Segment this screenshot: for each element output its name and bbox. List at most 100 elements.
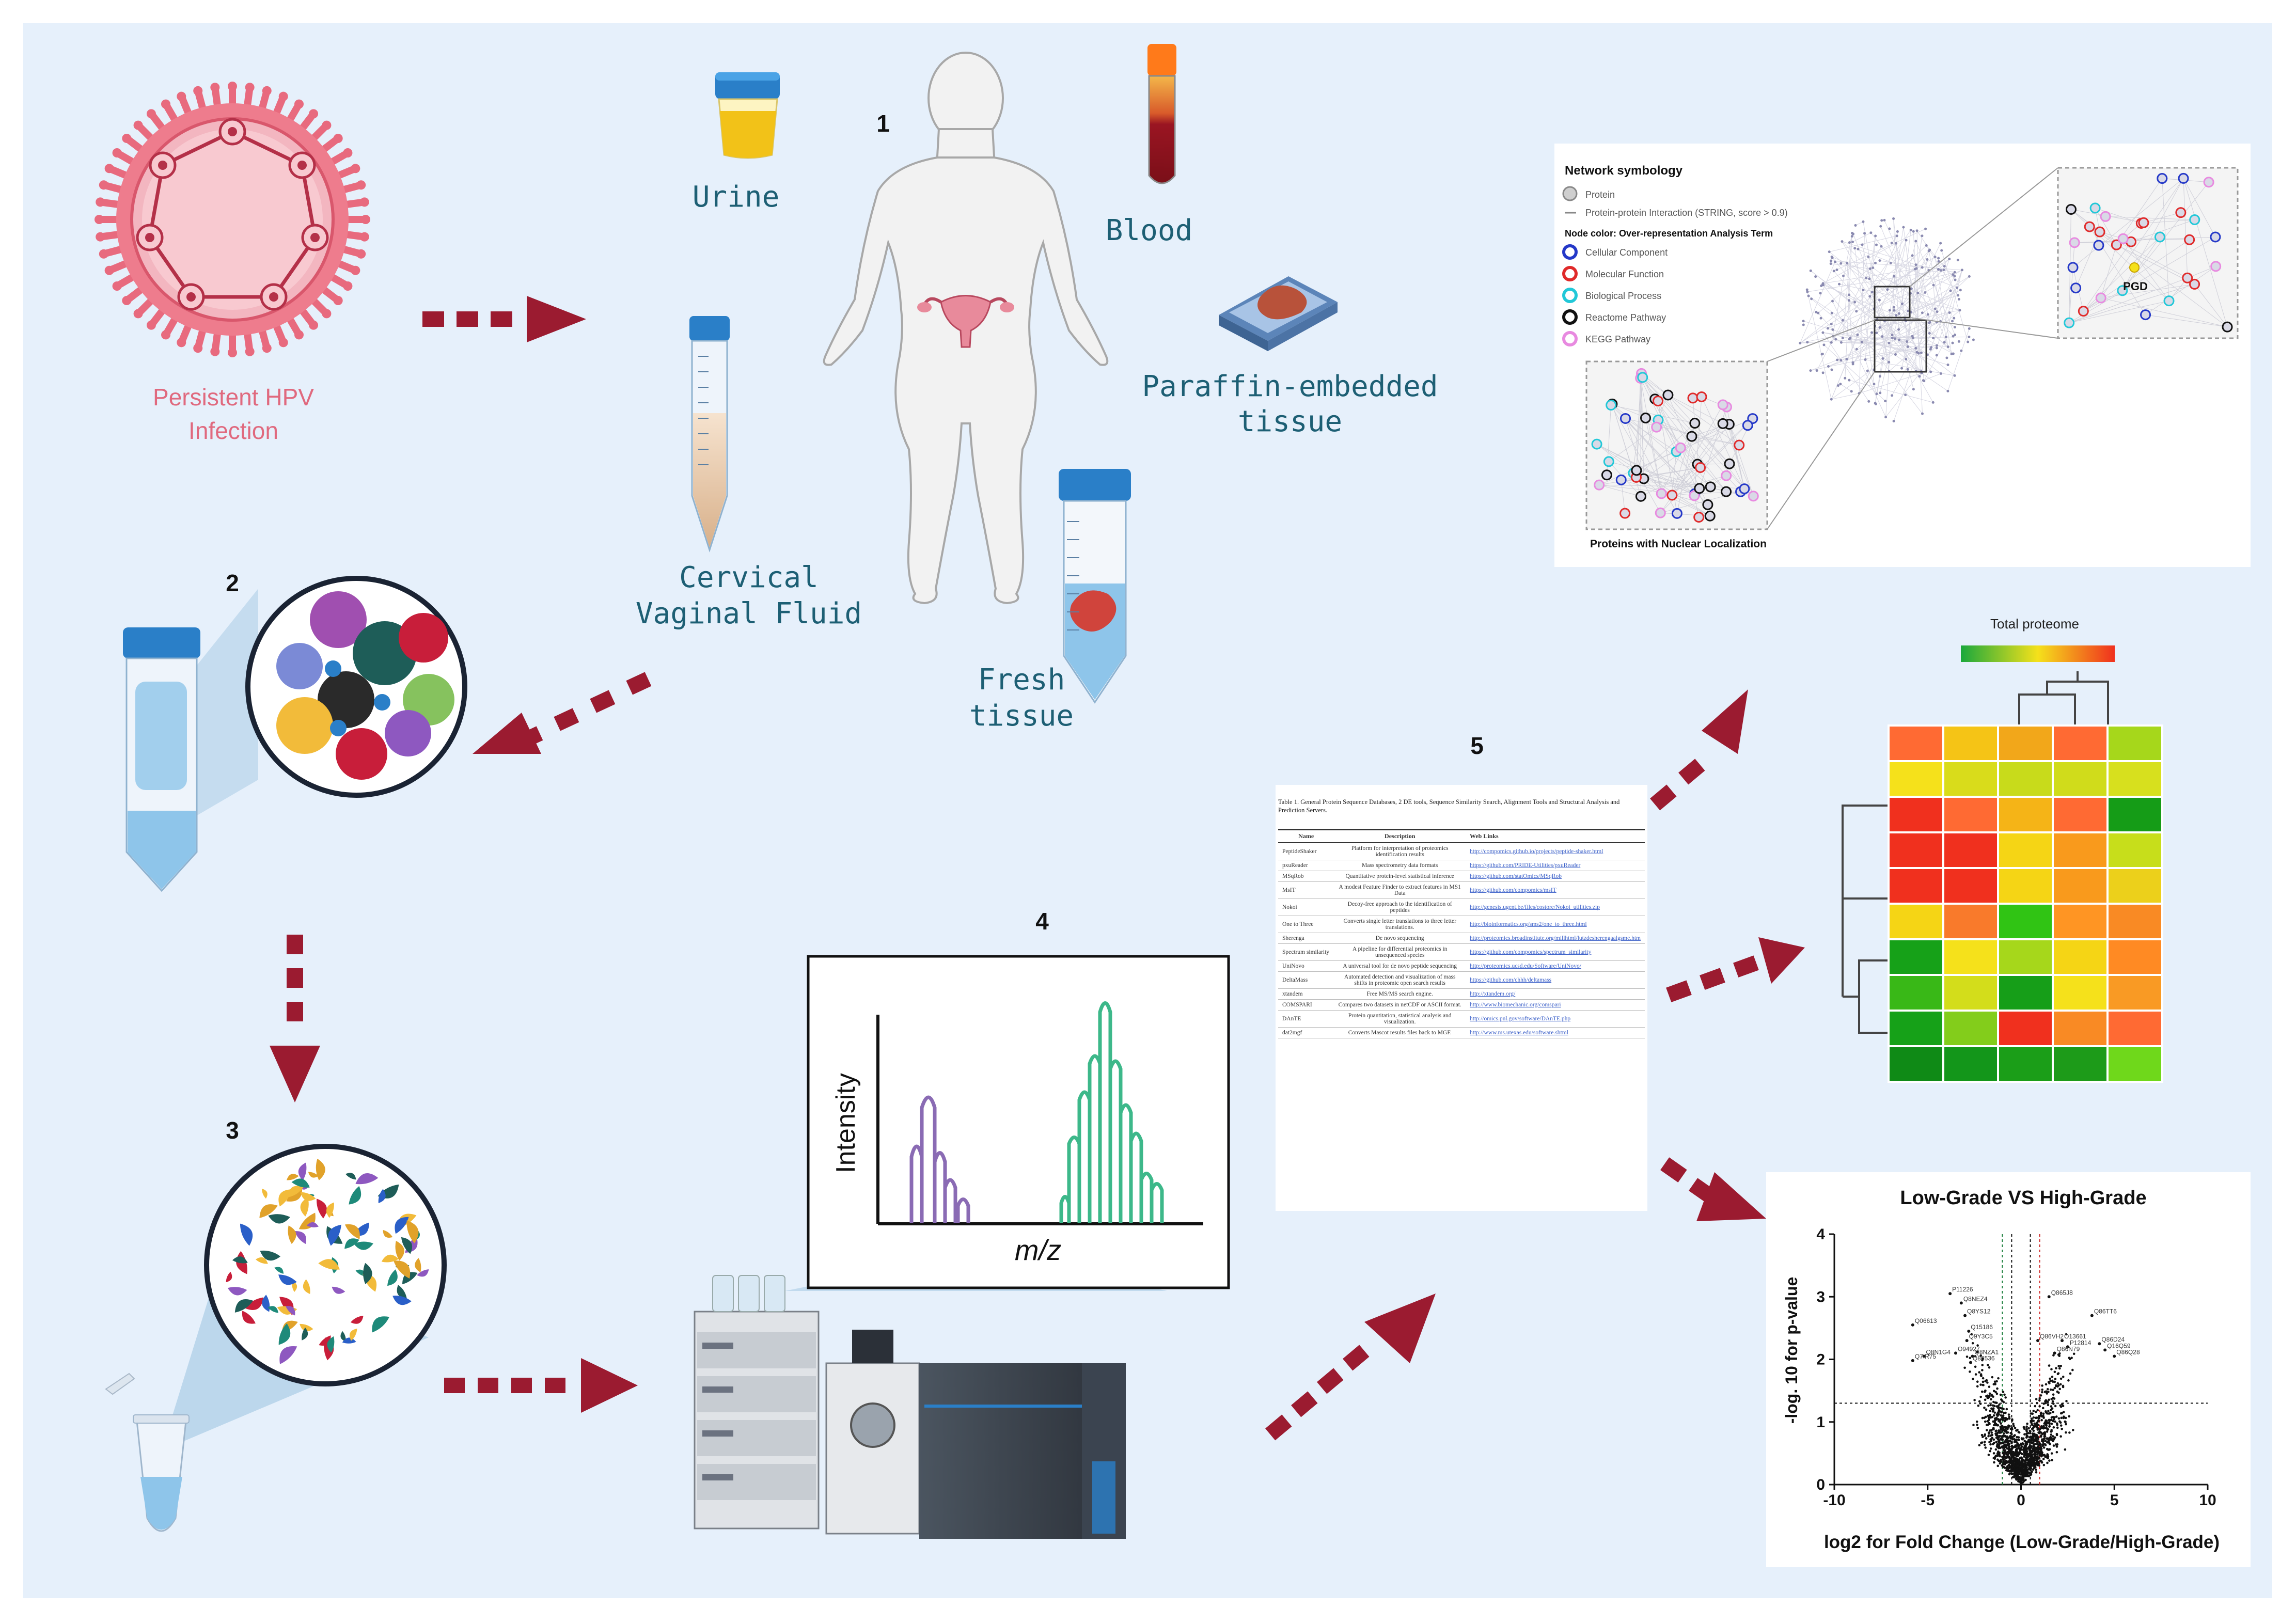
volcano-point: [1974, 1365, 1977, 1368]
volcano-point: [2014, 1439, 2017, 1442]
network-edge: [1847, 263, 1902, 304]
volcano-point: [1987, 1414, 1989, 1417]
table-cell-desc: De novo sequencing: [1334, 933, 1466, 944]
volcano-point: [2025, 1432, 2028, 1435]
volcano-point: [1972, 1378, 1974, 1380]
network-node: [1830, 322, 1833, 325]
table-cell-link[interactable]: http://omics.pnl.gov/software/DAnTE.php: [1466, 1010, 1645, 1028]
network-node: [1925, 244, 1928, 247]
peptide-fragment: [240, 1223, 253, 1246]
volcano-point: [2052, 1444, 2055, 1447]
network-edge: [1908, 295, 1958, 311]
volcano-point: [1989, 1414, 1991, 1416]
network-edge: [1861, 276, 1970, 342]
table-cell-link[interactable]: http://bioinformatics.org/sms2/one_to_th…: [1466, 916, 1645, 933]
table-cell-link[interactable]: https://github.com/chhh/deltamass: [1466, 971, 1645, 989]
inset-node: [2093, 240, 2104, 251]
volcano-point: [1979, 1402, 1982, 1405]
volcano-point: [1997, 1450, 2000, 1453]
inset-node: [1694, 483, 1705, 494]
volcano-point: [2007, 1424, 2010, 1427]
volcano-point: [2033, 1433, 2036, 1436]
volcano-point: [2000, 1460, 2003, 1463]
network-node: [1957, 298, 1960, 301]
volcano-point: [2032, 1468, 2035, 1471]
volcano-point: [2017, 1436, 2020, 1439]
volcano-point: [1989, 1409, 1992, 1412]
peptide-fragment: [288, 1186, 304, 1197]
table-cell-link[interactable]: https://github.com/compomics/msIT: [1466, 881, 1645, 899]
inset-node: [2095, 292, 2106, 304]
virus-spike-tip: [333, 296, 343, 306]
cvf-tube-icon: [689, 316, 730, 553]
volcano-point: [2033, 1467, 2036, 1470]
hpv-label-line1: Persistent HPV: [153, 384, 314, 411]
volcano-point: [1995, 1392, 1999, 1395]
volcano-annotated-point: [1967, 1329, 1971, 1333]
network-node: [1841, 337, 1844, 340]
inset-top-nodes: [2064, 172, 2233, 333]
peptide-fragment: [300, 1323, 313, 1332]
volcano-point: [2043, 1421, 2047, 1424]
network-node: [1891, 394, 1894, 397]
inset-node: [2069, 237, 2080, 248]
volcano-point: [2065, 1400, 2068, 1402]
table-cell-name: UniNovo: [1278, 960, 1334, 972]
volcano-point: [2007, 1413, 2010, 1416]
network-edge: [1841, 342, 1931, 348]
volcano-point: [2003, 1426, 2006, 1429]
volcano-point: [2031, 1464, 2034, 1467]
table-cell-link[interactable]: http://www.biomechanic.org/comspari: [1466, 999, 1645, 1011]
peptide-fragment: [344, 1224, 360, 1239]
table-cell-link[interactable]: https://github.com/PRIDE-Utilities/pxuRe…: [1466, 860, 1645, 871]
volcano-point: [1998, 1403, 2001, 1406]
volcano-point: [2042, 1463, 2046, 1467]
volcano-point: [2057, 1365, 2060, 1367]
network-node: [1892, 306, 1895, 309]
volcano-point: [2035, 1422, 2038, 1424]
network-node: [1821, 283, 1825, 286]
inset-edge: [1668, 395, 1698, 465]
volcano-point: [2055, 1433, 2058, 1437]
table-cell-link[interactable]: https://github.com/compomics/spectrum_si…: [1466, 943, 1645, 961]
table-cell-link[interactable]: http://proteomics.ucsd.edu/Software/UniN…: [1466, 960, 1645, 972]
volcano-point: [2057, 1391, 2060, 1394]
volcano-point: [2055, 1450, 2058, 1454]
peptide-fragment: [316, 1158, 325, 1180]
inset-node: [2070, 282, 2082, 294]
table-cell-link[interactable]: http://www.ms.utexas.edu/software.shtml: [1466, 1027, 1645, 1038]
table-cell-link[interactable]: https://github.com/statOmics/MSqRob: [1466, 871, 1645, 882]
network-graph: [1799, 217, 1975, 423]
network-node: [1839, 383, 1842, 386]
virus-spike-tip: [309, 320, 319, 330]
network-node: [1830, 398, 1833, 401]
volcano-point: [2018, 1475, 2020, 1478]
virus-spike-tip: [322, 120, 332, 130]
inset-node: [1686, 431, 1697, 442]
inset-edge: [1672, 418, 1753, 496]
peptide-fragment: [300, 1197, 309, 1217]
network-node: [1931, 401, 1935, 404]
network-node: [1953, 326, 1956, 329]
network-node: [1805, 288, 1809, 291]
volcano-point: [1982, 1383, 1985, 1386]
table-cell-link[interactable]: http://compomics.github.io/projects/pept…: [1466, 843, 1645, 860]
heatmap-cell: [1942, 867, 1999, 905]
inset-node: [2178, 172, 2189, 184]
virus-spike-tip: [96, 197, 105, 207]
volcano-point: [2038, 1428, 2041, 1431]
peptide-fragment: [227, 1287, 247, 1296]
volcano-point: [1991, 1437, 1993, 1440]
table-cell-link[interactable]: http://proteomics.broadinstitute.org/mil…: [1466, 933, 1645, 944]
volcano-point: [2040, 1418, 2043, 1422]
volcano-point: [2037, 1449, 2040, 1452]
network-edge: [1807, 270, 1941, 292]
inset-node: [2210, 231, 2221, 243]
table-cell-link[interactable]: http://xtandem.org/: [1466, 988, 1645, 1000]
table-cell-link[interactable]: http://genesis.ugent.be/files/costore/No…: [1466, 898, 1645, 916]
peptide-fragment: [262, 1189, 268, 1199]
network-node: [1959, 289, 1962, 292]
network-node: [1937, 257, 1940, 260]
